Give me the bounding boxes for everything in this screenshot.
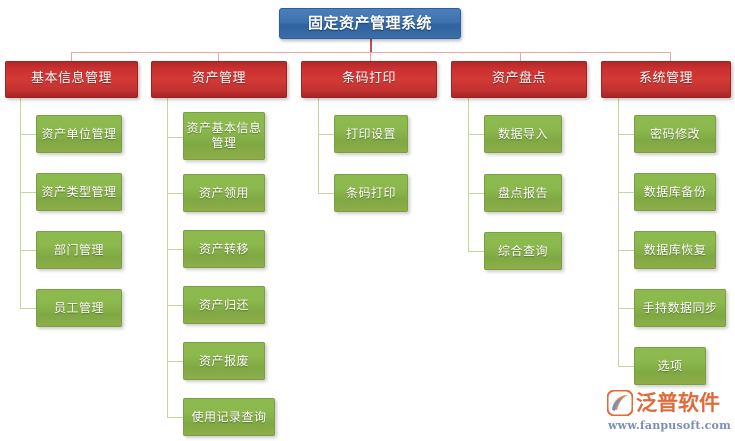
connector-branch-4-spine bbox=[468, 98, 469, 252]
brand-url: www.fanpusoft.com bbox=[608, 419, 731, 432]
branch-node-barcode-print[interactable]: 条码打印 bbox=[301, 61, 437, 98]
branch-node-asset-management[interactable]: 资产管理 bbox=[151, 61, 287, 98]
connector-branch-3-spine bbox=[318, 98, 319, 194]
connector-level1-drop-2 bbox=[218, 52, 219, 62]
connector-branch-4-arm-1 bbox=[468, 134, 484, 135]
leaf-node-options[interactable]: 选项 bbox=[634, 347, 706, 385]
leaf-node-asset-scrap[interactable]: 资产报废 bbox=[183, 342, 265, 380]
leaf-node-usage-record-query[interactable]: 使用记录查询 bbox=[183, 398, 275, 436]
connector-level1-drop-3 bbox=[370, 52, 371, 62]
connector-branch-1-arm-4 bbox=[20, 308, 36, 309]
connector-branch-5-arm-4 bbox=[618, 308, 634, 309]
connector-branch-5-arm-3 bbox=[618, 250, 634, 251]
connector-branch-5-arm-5 bbox=[618, 366, 634, 367]
connector-branch-2-spine bbox=[167, 98, 168, 417]
connector-branch-4-arm-2 bbox=[468, 193, 484, 194]
brand-name: 泛普软件 bbox=[636, 391, 720, 415]
connector-level1-drop-5 bbox=[670, 52, 671, 62]
leaf-node-data-import[interactable]: 数据导入 bbox=[484, 115, 562, 153]
connector-branch-1-arm-1 bbox=[20, 134, 36, 135]
connector-branch-3-arm-2 bbox=[318, 193, 334, 194]
connector-branch-3-arm-1 bbox=[318, 134, 334, 135]
leaf-node-employee-management[interactable]: 员工管理 bbox=[36, 289, 122, 327]
leaf-node-department-management[interactable]: 部门管理 bbox=[36, 231, 122, 269]
branch-node-basic-info-management[interactable]: 基本信息管理 bbox=[5, 61, 138, 98]
connector-root-stem bbox=[370, 38, 372, 52]
fanpu-logo-icon bbox=[606, 389, 634, 417]
connector-branch-5-arm-1 bbox=[618, 134, 634, 135]
leaf-node-handheld-data-sync[interactable]: 手持数据同步 bbox=[634, 289, 726, 327]
leaf-node-barcode-print[interactable]: 条码打印 bbox=[334, 174, 408, 212]
connector-branch-5-spine bbox=[618, 98, 619, 366]
connector-branch-1-arm-3 bbox=[20, 250, 36, 251]
connector-level1-drop-4 bbox=[520, 52, 521, 62]
watermark-logo: 泛普软件 www.fanpusoft.com bbox=[606, 388, 731, 434]
connector-branch-2-arm-1 bbox=[167, 137, 183, 138]
branch-node-system-management[interactable]: 系统管理 bbox=[601, 61, 731, 98]
leaf-node-asset-receive[interactable]: 资产领用 bbox=[183, 174, 265, 212]
connector-branch-2-arm-4 bbox=[167, 305, 183, 306]
connector-branch-4-arm-3 bbox=[468, 251, 484, 252]
leaf-node-asset-return[interactable]: 资产归还 bbox=[183, 286, 265, 324]
branch-node-asset-inventory[interactable]: 资产盘点 bbox=[451, 61, 587, 98]
connector-branch-2-arm-3 bbox=[167, 249, 183, 250]
leaf-node-asset-type-management[interactable]: 资产类型管理 bbox=[36, 173, 122, 211]
connector-branch-2-arm-6 bbox=[167, 417, 183, 418]
root-node-fixed-asset-management-system[interactable]: 固定资产管理系统 bbox=[279, 8, 461, 39]
connector-branch-2-arm-2 bbox=[167, 193, 183, 194]
leaf-node-asset-unit-management[interactable]: 资产单位管理 bbox=[36, 115, 122, 153]
leaf-node-database-backup[interactable]: 数据库备份 bbox=[634, 173, 716, 211]
connector-level1-drop-1 bbox=[71, 52, 72, 62]
leaf-node-password-change[interactable]: 密码修改 bbox=[634, 115, 716, 153]
connector-branch-1-arm-2 bbox=[20, 192, 36, 193]
leaf-node-inventory-report[interactable]: 盘点报告 bbox=[484, 174, 562, 212]
leaf-node-comprehensive-query[interactable]: 综合查询 bbox=[484, 232, 562, 270]
connector-level1-bus bbox=[71, 52, 671, 53]
connector-branch-5-arm-2 bbox=[618, 192, 634, 193]
leaf-node-asset-basic-info-management[interactable]: 资产基本信息 管理 bbox=[183, 112, 265, 160]
leaf-node-asset-transfer[interactable]: 资产转移 bbox=[183, 230, 265, 268]
leaf-node-print-settings[interactable]: 打印设置 bbox=[334, 115, 408, 153]
leaf-node-database-restore[interactable]: 数据库恢复 bbox=[634, 231, 716, 269]
connector-branch-2-arm-5 bbox=[167, 361, 183, 362]
connector-branch-1-spine bbox=[20, 98, 21, 308]
